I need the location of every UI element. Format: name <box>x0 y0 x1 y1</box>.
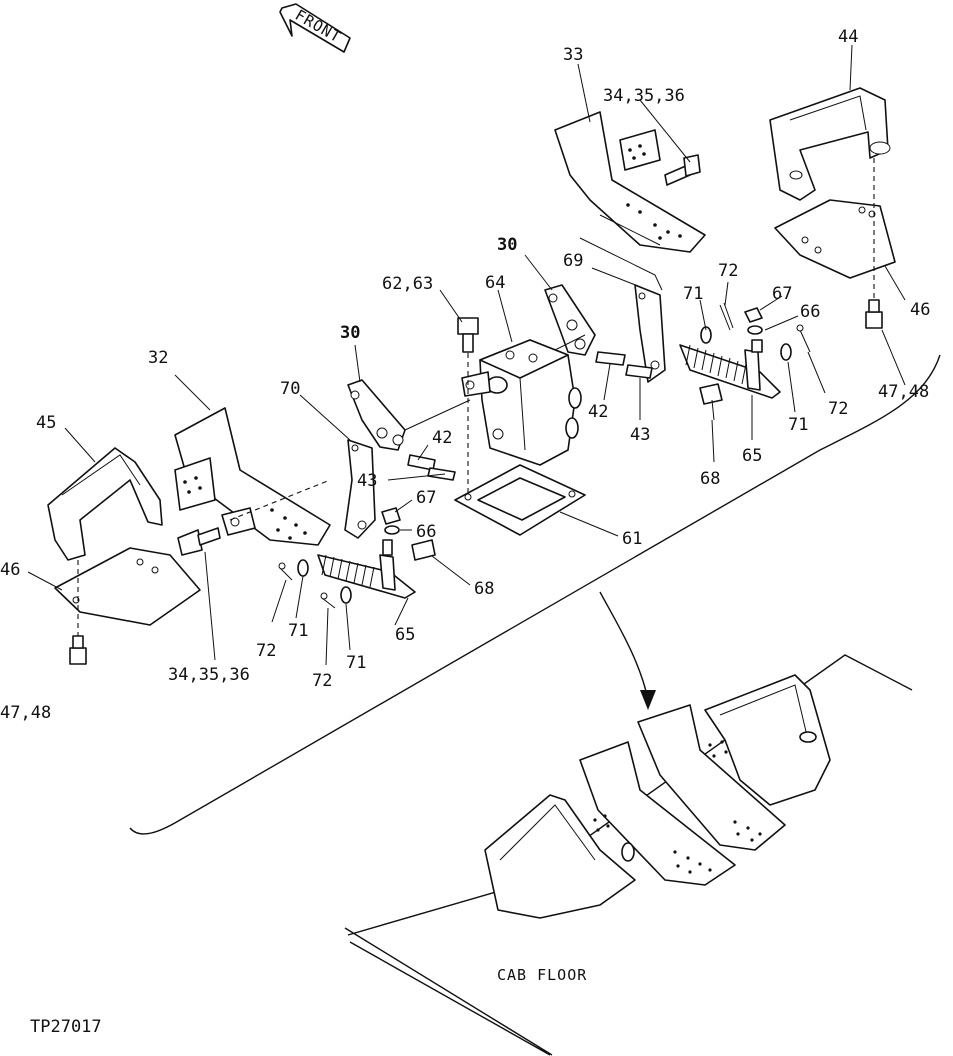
pedal-guide-line <box>599 214 661 246</box>
right-washer-66 <box>747 325 763 335</box>
front-arrow-icon: FRONT <box>279 3 351 53</box>
callout-43-mid: 43 <box>357 471 377 491</box>
right-washer-71-bottom <box>780 343 792 361</box>
right-cotter-pin-72-top <box>719 302 734 331</box>
callout-71-right-top: 71 <box>683 284 703 304</box>
callout-68-right: 68 <box>700 469 720 489</box>
right-bracket <box>634 284 666 383</box>
callout-66-right: 66 <box>800 302 820 322</box>
valve-bolt-icon <box>457 317 479 353</box>
left-cotter-pin-72-a <box>278 562 293 581</box>
callout-72-left-a: 72 <box>256 641 276 661</box>
right-bolt-68 <box>699 383 723 421</box>
callout-71-right-bottom: 71 <box>788 415 808 435</box>
left-foot-rest <box>47 447 163 561</box>
callout-65-left: 65 <box>395 625 415 645</box>
callout-61: 61 <box>622 529 642 549</box>
right-washer-71-top <box>700 326 712 344</box>
callout-42-right: 42 <box>588 402 608 422</box>
callout-69: 69 <box>563 251 583 271</box>
left-bracket <box>344 439 376 539</box>
assembly-arrow-icon <box>599 591 656 710</box>
callout-71-left-b: 71 <box>346 653 366 673</box>
left-bolt-icon <box>69 635 87 665</box>
pedal-valve <box>461 339 582 466</box>
left-pedal <box>174 407 331 546</box>
right-pedal <box>554 111 706 253</box>
mid-cam-plate <box>347 379 406 451</box>
left-washer-71-b <box>340 586 352 604</box>
callout-72-left-b: 72 <box>312 671 332 691</box>
right-spring-assembly <box>679 339 781 399</box>
callout-66-mid: 66 <box>416 522 436 542</box>
callout-72-top: 72 <box>718 261 738 281</box>
callout-47-48-left: 47,48 <box>0 703 51 723</box>
right-foot-rest <box>769 87 891 201</box>
callout-67-mid: 67 <box>416 488 436 508</box>
left-washer-71-a <box>297 559 309 577</box>
right-pin-43 <box>625 364 653 379</box>
cab-floor-view <box>344 654 913 1056</box>
right-pin-42 <box>595 351 626 366</box>
callout-70: 70 <box>280 379 300 399</box>
top-bolt-icon <box>664 154 701 186</box>
callout-62-63: 62,63 <box>382 274 433 294</box>
callout-44: 44 <box>838 27 858 47</box>
right-cotter-pin-72-bottom <box>796 324 811 353</box>
left-washer-66 <box>384 525 400 535</box>
callout-30-mid: 30 <box>340 323 360 343</box>
left-spring-assembly <box>317 539 416 599</box>
figure-id: TP27017 <box>30 1017 102 1037</box>
callout-46-left: 46 <box>0 560 20 580</box>
callout-30-top: 30 <box>497 235 517 255</box>
callout-68-mid: 68 <box>474 579 494 599</box>
callout-67-right: 67 <box>772 284 792 304</box>
right-nut-67 <box>744 307 763 323</box>
left-bolt-68 <box>411 539 436 561</box>
left-floor-plate <box>54 547 201 626</box>
callout-32: 32 <box>148 348 168 368</box>
callout-42-mid: 42 <box>432 428 452 448</box>
exploded-view-boundary <box>129 354 941 835</box>
cam-guide-line-mid <box>404 399 471 431</box>
callout-33: 33 <box>563 45 583 65</box>
cab-floor-label: CAB FLOOR <box>497 966 587 984</box>
callout-34-35-36-bottom: 34,35,36 <box>168 665 250 685</box>
right-bolt-icon <box>865 299 883 329</box>
callout-65-right: 65 <box>742 446 762 466</box>
callout-47-48-right: 47,48 <box>878 382 929 402</box>
callout-72-right: 72 <box>828 399 848 419</box>
callout-46-right: 46 <box>910 300 930 320</box>
leader-lines <box>27 44 906 666</box>
left-cotter-pin-72-b <box>320 592 336 609</box>
valve-gasket <box>454 464 586 536</box>
bottom-bolt-icon <box>177 527 221 556</box>
callout-34-35-36-top: 34,35,36 <box>603 86 685 106</box>
right-floor-plate <box>774 199 896 279</box>
callout-45: 45 <box>36 413 56 433</box>
callout-64: 64 <box>485 273 505 293</box>
callout-71-left-a: 71 <box>288 621 308 641</box>
callout-labels: 33 34,35,36 44 30 69 72 62,63 64 67 71 6… <box>0 27 930 723</box>
callout-43-right: 43 <box>630 425 650 445</box>
top-cam-plate <box>544 284 596 356</box>
pedal-bracket-link-line <box>579 237 663 291</box>
